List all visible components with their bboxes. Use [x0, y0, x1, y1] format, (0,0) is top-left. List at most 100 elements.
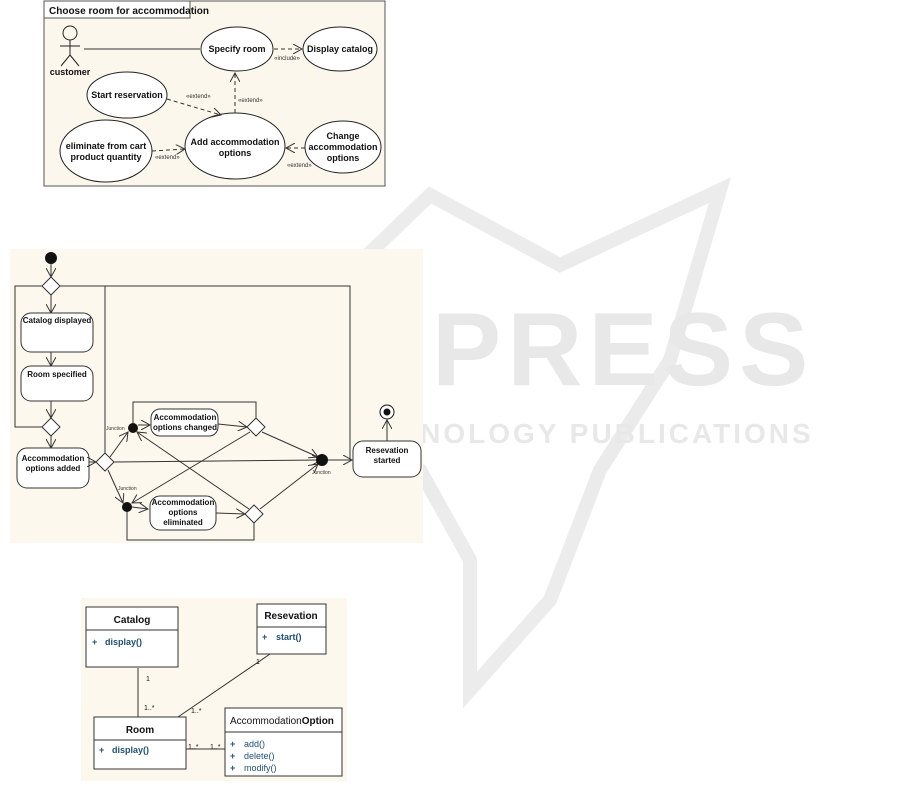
state-options-added-line1: Accommodation: [22, 454, 85, 463]
uc-change-options: [304, 120, 382, 174]
flow-to-junction-bottom: [107, 469, 123, 503]
state-eliminated-line2: options: [169, 508, 198, 517]
state-eliminated-line1: Accommodation: [152, 498, 215, 507]
class-resevation-box: [256, 603, 327, 655]
uc-eliminate-from-cart: [59, 119, 153, 183]
class-catalog-visibility: +: [92, 637, 97, 647]
flow-changed-to-decision: [217, 424, 247, 427]
uc-display-catalog-label: Display catalog: [307, 44, 373, 54]
state-eliminated-line3: eliminated: [163, 518, 203, 527]
flow-eliminated-to-junction: [137, 432, 250, 510]
mult-room-option: 1..*: [188, 744, 199, 751]
uc-change-line2: accommodation: [308, 142, 377, 152]
assoc-room-resevation: [177, 653, 271, 718]
flow-changed-to-join: [261, 431, 318, 457]
state-reservation-line2: started: [374, 456, 401, 465]
state-catalog-displayed: [20, 312, 94, 353]
mult-catalog: 1: [146, 676, 150, 683]
uc-specify-room-label: Specify room: [208, 44, 265, 54]
uc-display-catalog: [302, 26, 378, 72]
class-room-op: display(): [112, 745, 149, 755]
state-room-specified: [20, 365, 94, 402]
state-options-changed: [150, 408, 219, 437]
state-changed-line2: options changed: [153, 423, 217, 432]
decision-node-changed: [246, 417, 266, 437]
flow-to-eliminated: [131, 507, 148, 509]
extend-label-start: «extend»: [186, 94, 211, 100]
final-node: [383, 408, 391, 416]
extend-label-eliminate: «extend»: [155, 155, 180, 161]
junction-join-label: Junction: [312, 470, 331, 476]
class-option-box: [224, 707, 343, 777]
include-label: «include»: [274, 56, 300, 62]
class-resevation-visibility: +: [262, 632, 267, 642]
class-accommodation-option: AccommodationOption + add() + delete() +…: [224, 707, 343, 777]
uc-eliminate-line1: eliminate from cart: [66, 141, 147, 151]
junction-bottom: [122, 502, 132, 512]
class-catalog-box: [85, 606, 179, 668]
junction-join: [316, 454, 328, 466]
flow-to-junction-top: [109, 432, 128, 458]
mult-room-resevation: 1..*: [191, 708, 202, 715]
uc-add-options-line2: options: [219, 148, 252, 158]
uc-change-line3: options: [327, 153, 360, 163]
uc-eliminate-line2: product quantity: [71, 152, 142, 162]
extend-arrow-start: [166, 98, 221, 115]
loop-back-right: [60, 285, 351, 460]
class-option-vis-3: +: [230, 763, 235, 773]
flow-eliminated-to-join: [259, 464, 318, 510]
class-option-vis-1: +: [230, 739, 235, 749]
state-options-added: [16, 447, 90, 489]
class-room: Room + display(): [93, 716, 187, 770]
junction-top: [128, 423, 138, 433]
state-options-added-line2: options added: [26, 464, 81, 473]
class-option-name-a: Accommodation: [230, 716, 302, 727]
mult-option-room: 1..*: [210, 744, 221, 751]
uc-add-options-line1: Add accommodation: [190, 137, 279, 147]
state-changed-line1: Accommodation: [154, 413, 217, 422]
extend-label-specify: «extend»: [238, 98, 263, 104]
class-option-op-modify: modify(): [244, 763, 277, 773]
decision-node-center: [95, 452, 115, 472]
uc-specify-room: [200, 26, 274, 72]
junction-bottom-label: Junction: [118, 486, 137, 492]
flow-direct-to-join: [113, 460, 321, 462]
frame-title: Choose room for accommodation: [49, 6, 209, 17]
state-catalog-label: Catalog displayed: [23, 316, 92, 325]
class-room-visibility: +: [99, 745, 104, 755]
uc-start-reservation-label: Start reservation: [91, 90, 163, 100]
class-catalog: Catalog + display(): [85, 606, 179, 668]
mult-resevation: 1: [256, 659, 260, 666]
loop-eliminated: [126, 512, 255, 541]
class-resevation-name: Resevation: [264, 611, 317, 622]
flow-changed-to-junction: [132, 431, 251, 503]
uc-start-reservation: [86, 71, 168, 119]
flow-eliminated-to-decision: [215, 513, 245, 514]
class-room-name: Room: [126, 725, 154, 736]
class-resevation-op: start(): [276, 632, 302, 642]
class-option-vis-2: +: [230, 751, 235, 761]
class-option-op-delete: delete(): [244, 751, 275, 761]
extend-arrow-eliminate: [151, 149, 185, 151]
frame-title-tab: [43, 0, 191, 19]
class-resevation: Resevation + start(): [256, 603, 327, 655]
class-diagram: 1 1..* 1 1..* 1..* 1..* Catalog + displa…: [81, 598, 347, 781]
uc-change-line1: Change: [326, 131, 359, 141]
loop-changed: [132, 401, 257, 423]
state-reservation-line1: Resevation: [366, 446, 409, 455]
mult-room-catalog: 1..*: [144, 705, 155, 712]
class-catalog-name: Catalog: [114, 615, 151, 626]
class-option-name: AccommodationOption: [230, 716, 334, 727]
class-option-name-b: Option: [302, 716, 334, 727]
class-catalog-op: display(): [105, 637, 142, 647]
actor-label: customer: [50, 67, 91, 77]
state-room-label: Room specified: [27, 370, 87, 379]
class-room-box: [93, 716, 187, 770]
junction-top-label: Junction: [106, 426, 125, 432]
activity-diagram: Catalog displayed Room specified Accommo…: [10, 249, 423, 543]
loop-back-left: [14, 285, 42, 428]
extend-label-change: «extend»: [287, 163, 312, 169]
use-case-diagram: Choose room for accommodation customer S…: [43, 0, 386, 187]
customer-actor: [60, 25, 80, 67]
